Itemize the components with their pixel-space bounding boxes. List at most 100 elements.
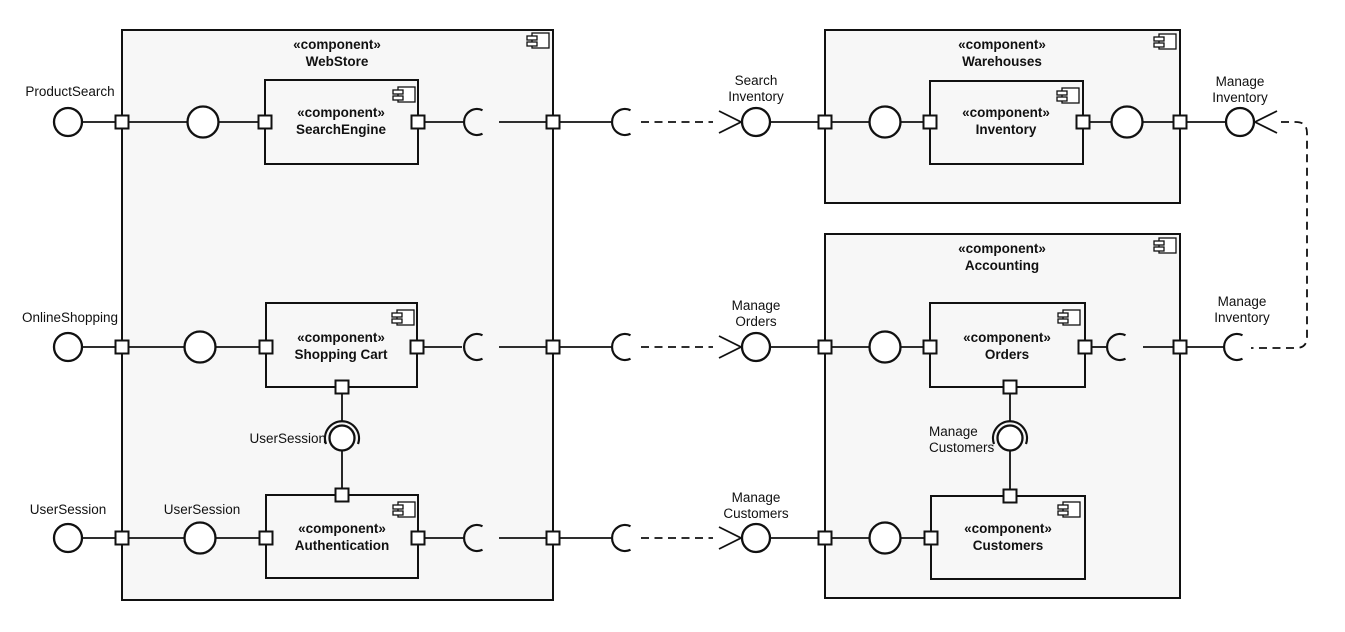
- dependency-arrowhead-icon: [718, 335, 744, 359]
- manage-orders-label-line1: Manage: [732, 298, 781, 313]
- user-session-inner-ball-icon: [183, 521, 217, 555]
- authentication-stereotype: «component»: [298, 521, 386, 536]
- port: [258, 530, 274, 546]
- interface-sockets: [462, 107, 1243, 553]
- manage-inventory-top-label-line2: Inventory: [1212, 90, 1268, 105]
- search-inventory-label-line2: Inventory: [728, 89, 784, 104]
- manage-customers-assembly-socket-icon: [991, 420, 1029, 445]
- manage-orders-ball-icon: [740, 331, 772, 363]
- search-inventory-label-line1: Search: [735, 73, 778, 88]
- port: [334, 379, 350, 395]
- port: [923, 530, 939, 546]
- socket-icon: [462, 332, 483, 362]
- manage-inventory-right-label-line1: Manage: [1218, 294, 1267, 309]
- port: [257, 114, 273, 130]
- warehouses-stereotype: «component»: [958, 37, 1046, 52]
- user-session-outer-label: UserSession: [30, 502, 107, 517]
- dependency-arrowhead-icon: [718, 526, 744, 550]
- inner-ball-icon: [1110, 105, 1144, 139]
- port: [1077, 339, 1093, 355]
- manage-customers-outer-label-line2: Customers: [723, 506, 789, 521]
- port: [1172, 339, 1188, 355]
- inner-ball-icon: [183, 330, 217, 364]
- manage-customers-assembly-label-line2: Customers: [929, 440, 995, 455]
- port: [114, 114, 130, 130]
- port: [1172, 114, 1188, 130]
- port: [410, 530, 426, 546]
- socket-icon: [462, 107, 483, 137]
- inventory-stereotype: «component»: [962, 105, 1050, 120]
- inner-ball-icon: [868, 105, 902, 139]
- socket-icon: [610, 107, 631, 137]
- port: [114, 339, 130, 355]
- port: [258, 339, 274, 355]
- user-session-assembly-ball-icon: [328, 424, 356, 452]
- port: [409, 339, 425, 355]
- port: [1075, 114, 1091, 130]
- vertical-assembly-lines: [341, 394, 1011, 489]
- online-shopping-label: OnlineShopping: [22, 310, 118, 325]
- searchengine-stereotype: «component»: [297, 105, 385, 120]
- orders-stereotype: «component»: [963, 330, 1051, 345]
- assembly-connectors: [323, 420, 1029, 452]
- socket-icon: [1105, 332, 1126, 362]
- port: [922, 339, 938, 355]
- customers-name: Customers: [973, 538, 1044, 553]
- orders-name: Orders: [985, 347, 1029, 362]
- socket-icon: [462, 523, 483, 553]
- product-search-label: ProductSearch: [25, 84, 114, 99]
- port: [545, 114, 561, 130]
- webstore-name: WebStore: [306, 54, 369, 69]
- accounting-stereotype: «component»: [958, 241, 1046, 256]
- searchengine-name: SearchEngine: [296, 122, 387, 137]
- port: [817, 530, 833, 546]
- port: [1002, 488, 1018, 504]
- port: [817, 339, 833, 355]
- user-session-inner-label: UserSession: [164, 502, 241, 517]
- shopping-cart-stereotype: «component»: [297, 330, 385, 345]
- authentication-name: Authentication: [295, 538, 390, 553]
- product-search-ball-icon: [52, 106, 84, 138]
- inner-ball-icon: [868, 330, 902, 364]
- manage-orders-label-line2: Orders: [735, 314, 777, 329]
- manage-inventory-ball-icon: [1224, 106, 1256, 138]
- user-session-assembly-label: UserSession: [249, 431, 326, 446]
- manage-customers-ball-icon: [740, 522, 772, 554]
- socket-icon: [610, 332, 631, 362]
- port: [545, 530, 561, 546]
- shopping-cart-name: Shopping Cart: [295, 347, 388, 362]
- inventory-name: Inventory: [976, 122, 1037, 137]
- port: [817, 114, 833, 130]
- inner-ball-icon: [868, 521, 902, 555]
- warehouses-name: Warehouses: [962, 54, 1042, 69]
- customers-stereotype: «component»: [964, 521, 1052, 536]
- manage-customers-assembly-ball-icon: [996, 424, 1024, 452]
- manage-customers-assembly-label-line1: Manage: [929, 424, 978, 439]
- manage-customers-outer-label-line1: Manage: [732, 490, 781, 505]
- dependency-arrowhead-icon: [1252, 110, 1278, 134]
- interface-balls: [52, 105, 1256, 555]
- user-session-assembly-socket-icon: [323, 420, 361, 445]
- online-shopping-ball-icon: [52, 331, 84, 363]
- accounting-name: Accounting: [965, 258, 1039, 273]
- user-session-ball-icon: [52, 522, 84, 554]
- port: [334, 487, 350, 503]
- port: [545, 339, 561, 355]
- webstore-stereotype: «component»: [293, 37, 381, 52]
- component-name-labels: «component» WebStore «component» Warehou…: [293, 37, 1052, 553]
- manage-inventory-socket-icon: [1222, 332, 1243, 362]
- interface-labels: ProductSearch OnlineShopping UserSession…: [22, 73, 1270, 521]
- dependency-arrowhead-icon: [718, 110, 744, 134]
- manage-inventory-top-label-line1: Manage: [1216, 74, 1265, 89]
- ports: [114, 114, 1188, 546]
- port: [1002, 379, 1018, 395]
- socket-icon: [610, 523, 631, 553]
- inner-ball-icon: [186, 105, 220, 139]
- port: [922, 114, 938, 130]
- port: [410, 114, 426, 130]
- search-inventory-ball-icon: [740, 106, 772, 138]
- port: [114, 530, 130, 546]
- dependency-line: [1251, 121, 1308, 349]
